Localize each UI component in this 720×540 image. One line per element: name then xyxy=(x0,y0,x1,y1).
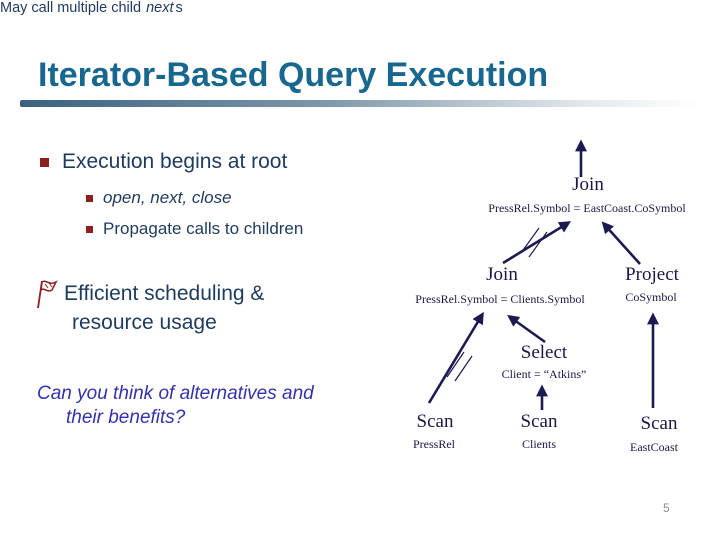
flag-bullet-text-line2: resource usage xyxy=(72,311,217,334)
bullet-item-execution: Execution begins at root xyxy=(40,150,287,174)
node-scan-pressrel-relation: PressRel xyxy=(413,437,455,451)
flag-icon xyxy=(37,280,58,309)
bullet-text-execution: Execution begins at root xyxy=(62,150,288,173)
query-plan-tree: Join PressRel.Symbol = EastCoast.CoSymbo… xyxy=(390,110,720,520)
arrow-project-to-jointop xyxy=(601,221,641,265)
node-select-label: Select xyxy=(520,342,568,363)
flag-bullet-text-line1: Efficient scheduling & xyxy=(64,282,265,305)
node-scan-eastcoast-relation: EastCoast xyxy=(630,440,678,454)
bullet-square-icon xyxy=(86,195,93,202)
slide-title: Iterator-Based Query Execution xyxy=(38,56,549,94)
question-text-line2: their benefits? xyxy=(66,407,186,428)
node-scan-clients-label: Scan xyxy=(520,411,558,432)
bullet-item-propagate: Propagate calls to children xyxy=(86,219,303,239)
node-join-mid-condition: PressRel.Symbol = Clients.Symbol xyxy=(415,292,585,306)
node-join-top-label: Join xyxy=(572,174,604,195)
node-project-label: Project xyxy=(625,264,679,285)
title-underline xyxy=(20,100,698,107)
node-scan-eastcoast-label: Scan xyxy=(640,413,678,434)
question-text-line1: Can you think of alternatives and xyxy=(37,383,314,404)
bullet-square-icon xyxy=(86,226,93,233)
bullet-text-propagate: Propagate calls to children xyxy=(103,219,304,238)
tree-arrows xyxy=(427,139,659,410)
node-scan-clients-relation: Clients xyxy=(521,437,557,451)
node-join-top-condition: PressRel.Symbol = EastCoast.CoSymbol xyxy=(488,201,686,215)
blocked-mark-icon-lower xyxy=(446,351,473,382)
bullet-text-open-next-close: open, next, close xyxy=(103,188,232,207)
arrow-joinmid-to-jointop xyxy=(502,221,572,265)
bullet-square-icon xyxy=(40,158,49,167)
page-number: 5 xyxy=(663,501,670,515)
bullet-item-open-next-close: open, next, close xyxy=(86,188,232,208)
bullet-text-next-suffix: s xyxy=(175,0,183,16)
arrow-scanpressrel-to-joinmid xyxy=(427,311,484,404)
blocked-mark-icon-upper xyxy=(520,227,548,258)
node-select-condition: Client = “Atkins” xyxy=(501,367,587,381)
node-project-condition: CoSymbol xyxy=(625,290,677,304)
node-join-mid-label: Join xyxy=(486,264,518,285)
bullet-text-multiple-next-pre: May call multiple child xyxy=(0,0,146,16)
arrow-select-to-joinmid xyxy=(507,314,546,344)
node-scan-pressrel-label: Scan xyxy=(416,411,454,432)
bullet-text-next-italic: next xyxy=(146,0,174,16)
